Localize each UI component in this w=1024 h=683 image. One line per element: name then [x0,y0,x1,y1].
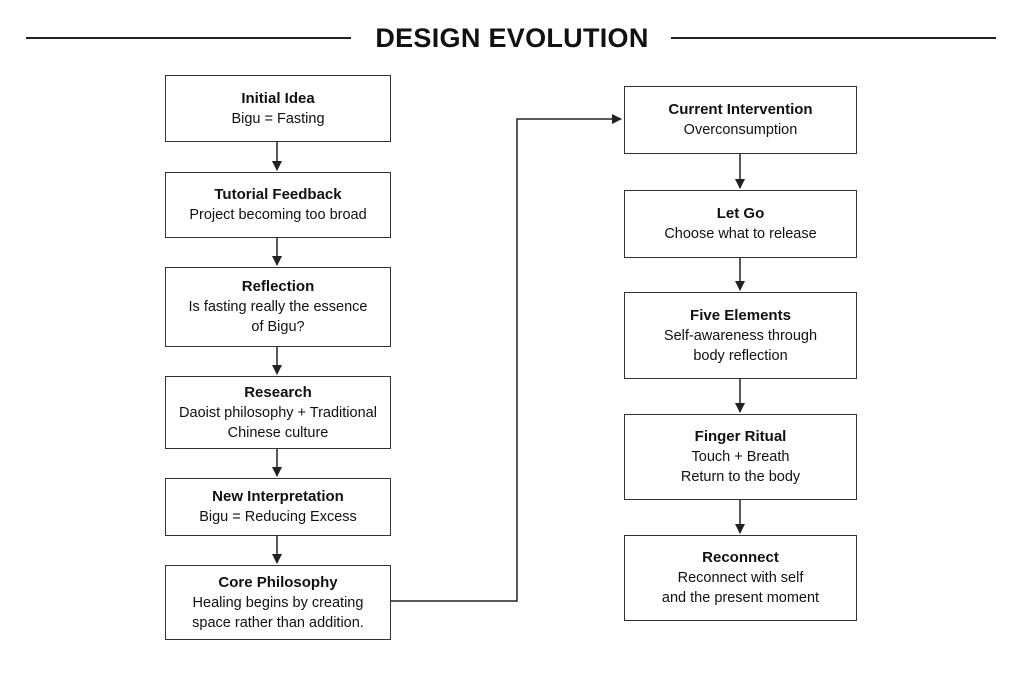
step-text: Overconsumption [683,122,798,138]
step-heading: Core Philosophy [218,573,338,591]
step-heading: Current Intervention [668,101,813,118]
step-five-elements: Five Elements Self-awareness through bod… [624,292,857,379]
step-reflection: Reflection Is fasting really the essence… [165,267,391,347]
step-heading: Research [244,383,312,401]
step-let-go: Let Go Choose what to release [624,190,857,258]
step-heading: Initial Idea [241,89,315,107]
step-text: Touch + Breath Return to the body [680,449,801,485]
step-heading: New Interpretation [212,488,344,505]
step-new-interpretation: New Interpretation Bigu = Reducing Exces… [165,478,391,536]
step-heading: Five Elements [690,306,791,324]
arrow-cross [391,114,622,602]
step-text: Choose what to release [664,226,817,242]
step-heading: Reconnect [702,549,779,566]
step-reconnect: Reconnect Reconnect with self and the pr… [624,535,857,621]
title-rule-right [671,37,996,39]
step-tutorial-feedback: Tutorial Feedback Project becoming too b… [165,172,391,238]
step-finger-ritual: Finger Ritual Touch + Breath Return to t… [624,414,857,500]
step-text: Self-awareness through body reflection [663,327,818,364]
step-text: Bigu = Fasting [231,110,325,127]
step-heading: Reflection [241,278,315,295]
step-text: Reconnect with self and the present mome… [661,570,820,606]
step-heading: Let Go [716,205,765,222]
title-rule-left [26,37,351,39]
step-text: Daoist philosophy + Traditional Chinese … [179,404,377,441]
step-core-philosophy: Core Philosophy Healing begins by creati… [165,565,391,640]
step-text: Healing begins by creating space rather … [192,594,364,631]
step-research: Research Daoist philosophy + Traditional… [165,376,391,449]
page-title: DESIGN EVOLUTION [375,23,649,53]
step-heading: Tutorial Feedback [214,186,342,203]
step-current-intervention: Current Intervention Overconsumption [624,86,857,154]
step-text: Bigu = Reducing Excess [199,509,357,525]
step-heading: Finger Ritual [694,428,787,445]
step-initial-idea: Initial Idea Bigu = Fasting [165,75,391,142]
step-text: Project becoming too broad [189,207,367,223]
step-text: Is fasting really the essence of Bigu? [188,299,368,335]
